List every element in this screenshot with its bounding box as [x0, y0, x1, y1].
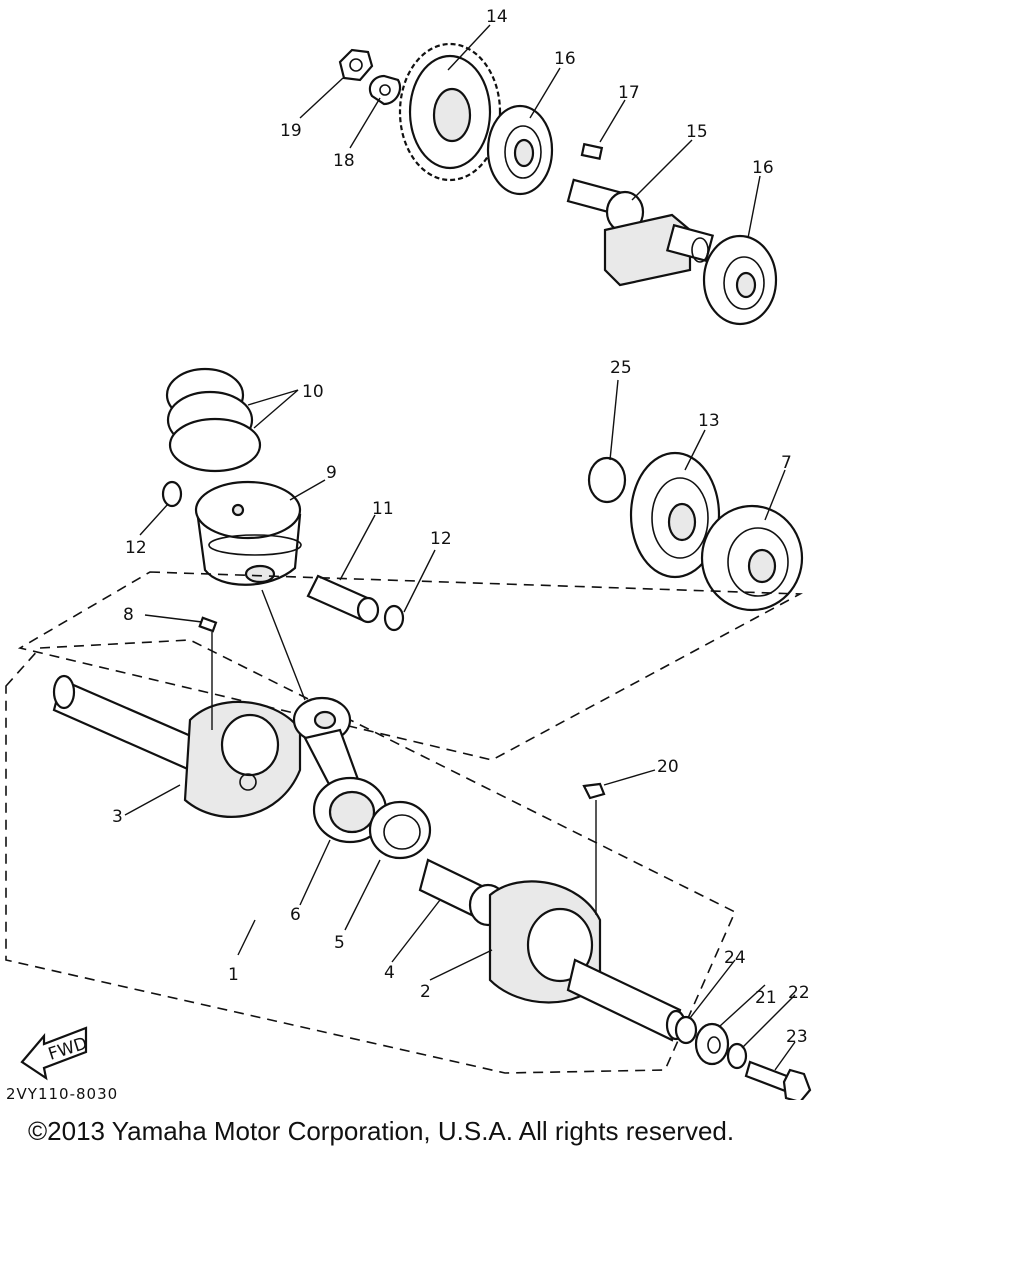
callout-12-right: 12 — [430, 529, 452, 549]
callout-19: 19 — [280, 121, 302, 141]
callout-22: 22 — [788, 983, 810, 1003]
piston-pin-part — [306, 574, 380, 624]
callout-4: 4 — [384, 963, 395, 983]
washer-part — [694, 1022, 730, 1066]
diagram-code: 2VY110-8030 — [6, 1085, 119, 1103]
piston-rings-part — [165, 367, 262, 473]
connecting-rod-part — [292, 696, 388, 844]
spring-washer-part — [726, 1042, 748, 1070]
callout-23: 23 — [786, 1027, 808, 1047]
piston-part — [194, 480, 302, 586]
forward-arrow-icon: FWD — [20, 1026, 90, 1081]
callout-6: 6 — [290, 905, 301, 925]
clip-left-part — [161, 480, 183, 508]
nut-part — [338, 48, 374, 82]
bearing-upper-part — [486, 104, 554, 196]
exploded-parts-diagram: 1 2 3 4 5 6 7 8 9 10 11 12 12 13 14 15 1… — [5, 7, 812, 1100]
bearing-lower-part — [702, 234, 778, 326]
callout-12-left: 12 — [125, 538, 147, 558]
needle-bearing-part — [368, 800, 432, 860]
fwd-label: FWD — [46, 1034, 90, 1065]
callout-16-upper: 16 — [554, 49, 576, 69]
balancer-shaft-part — [566, 178, 715, 287]
woodruff-key-part — [582, 782, 606, 800]
callout-13: 13 — [698, 411, 720, 431]
o-ring-part — [674, 1015, 698, 1045]
callout-11: 11 — [372, 499, 394, 519]
callout-21: 21 — [755, 988, 777, 1008]
callout-25: 25 — [610, 358, 632, 378]
copyright-notice: ©2013 Yamaha Motor Corporation, U.S.A. A… — [28, 1116, 735, 1146]
callout-16-lower: 16 — [752, 158, 774, 178]
callout-2: 2 — [420, 982, 431, 1002]
primary-drive-gear-part — [629, 451, 721, 579]
callout-20: 20 — [657, 757, 679, 777]
balancer-drive-gear-part — [398, 42, 502, 182]
key-small-part — [198, 616, 218, 633]
callout-7: 7 — [781, 453, 792, 473]
callout-10: 10 — [302, 382, 324, 402]
callout-14: 14 — [486, 7, 508, 27]
callout-8: 8 — [123, 605, 134, 625]
key-part — [580, 142, 604, 161]
callout-1: 1 — [228, 965, 239, 985]
crank-right-part — [488, 880, 687, 1042]
callout-17: 17 — [618, 83, 640, 103]
clip-right-part — [383, 604, 405, 632]
callout-3: 3 — [112, 807, 123, 827]
callout-5: 5 — [334, 933, 345, 953]
bolt-part — [744, 1060, 812, 1100]
circlip-part — [587, 456, 627, 504]
callout-18: 18 — [333, 151, 355, 171]
callout-numbers: 1 2 3 4 5 6 7 8 9 10 11 12 12 13 14 15 1… — [112, 7, 810, 1047]
leader-lines — [124, 24, 796, 1071]
callout-24: 24 — [724, 948, 746, 968]
lock-washer-part — [368, 74, 402, 106]
callout-9: 9 — [326, 463, 337, 483]
callout-15: 15 — [686, 122, 708, 142]
crank-left-part — [52, 674, 302, 818]
main-bearing-part — [700, 504, 804, 612]
